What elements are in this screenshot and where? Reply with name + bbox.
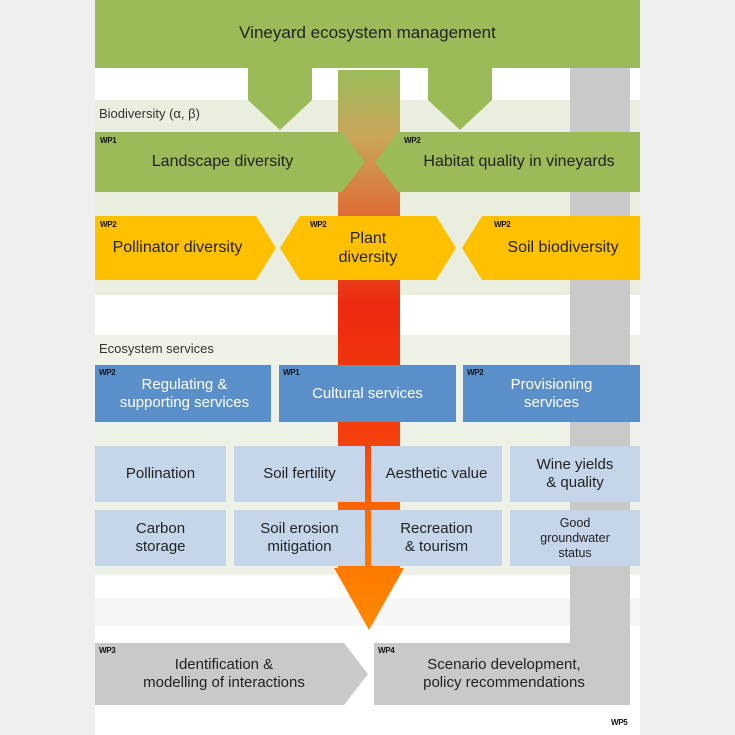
wp-tag: WP2: [100, 220, 117, 229]
top-green-banner: [95, 0, 640, 130]
cell-soil-fertility: Soil fertility: [263, 465, 336, 482]
cell-groundwater: Good groundwater status: [540, 515, 610, 560]
label-plant-diversity: Plant diversity: [338, 229, 398, 266]
blue-box-provisioning: [463, 365, 640, 422]
label-landscape-diversity: Landscape diversity: [151, 153, 294, 171]
label-provisioning-services: Provisioning services: [510, 375, 593, 411]
label-identification-modelling: Identification & modelling of interactio…: [143, 656, 305, 691]
cell-7: [510, 510, 640, 566]
cell-0: [95, 446, 226, 502]
wp-tag: WP2: [467, 368, 484, 377]
wp-tag: WP2: [404, 136, 421, 145]
cell-3: [510, 446, 640, 502]
yellow-box-plant: [280, 216, 456, 280]
label-pollinator-diversity: Pollinator diversity: [112, 239, 243, 257]
cell-1: [234, 446, 365, 502]
label-scenario-development: Scenario development, policy recommendat…: [423, 656, 585, 691]
cell-pollination: Pollination: [125, 465, 196, 482]
wp-tag: WP3: [99, 646, 116, 655]
yellow-box-soil: [462, 216, 640, 280]
cell-wine-yields: Wine yields & quality: [536, 456, 614, 491]
bottom-box-identification: [95, 643, 368, 705]
cell-6: [371, 510, 502, 566]
bottom-box-scenario: [374, 643, 630, 705]
cell-5: [234, 510, 365, 566]
label-soil-biodiversity: Soil biodiversity: [507, 239, 619, 257]
wp5-tag: WP5: [611, 718, 628, 727]
wp-tag: WP1: [283, 368, 300, 377]
cell-aesthetic-value: Aesthetic value: [385, 465, 488, 482]
cell-recreation-tourism: Recreation & tourism: [400, 520, 473, 555]
wp-tag: WP2: [310, 220, 327, 229]
cell-soil-erosion: Soil erosion mitigation: [260, 520, 339, 555]
cell-2: [371, 446, 502, 502]
wp-tag: WP2: [494, 220, 511, 229]
label-cultural-services: Cultural services: [312, 384, 423, 402]
cell-4: [95, 510, 226, 566]
blue-box-regulating: [95, 365, 271, 422]
cell-carbon-storage: Carbon storage: [135, 520, 186, 555]
yellow-box-pollinator: [95, 216, 276, 280]
section-biodiversity: Biodiversity (α, β): [99, 106, 200, 121]
wp-tag: WP2: [99, 368, 116, 377]
green-box-habitat: [375, 132, 640, 192]
label-habitat-quality: Habitat quality in vineyards: [423, 153, 615, 171]
section-ecosystem-services: Ecosystem services: [99, 341, 214, 356]
green-box-landscape: [95, 132, 365, 192]
blue-box-cultural: [279, 365, 456, 422]
label-regulating-services: Regulating & supporting services: [119, 375, 250, 411]
wp-tag: WP1: [100, 136, 117, 145]
wp-tag: WP4: [378, 646, 395, 655]
diagram-title: Vineyard ecosystem management: [239, 22, 496, 42]
